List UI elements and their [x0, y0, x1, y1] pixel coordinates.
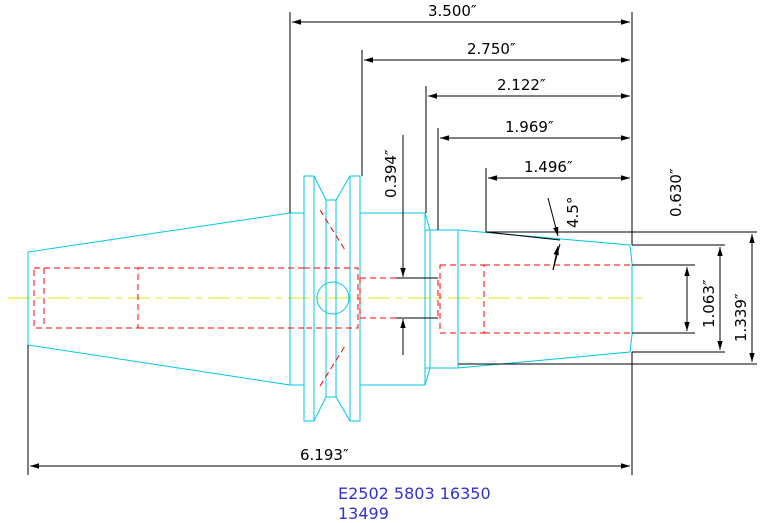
dimension-label-1063: 1.063″ [700, 279, 718, 328]
dimension-label-1339: 1.339″ [732, 293, 750, 342]
dimension-label-1496: 1.496″ [524, 158, 573, 176]
dimension-label-2750: 2.750″ [467, 40, 516, 58]
dimension-label-6193: 6.193″ [300, 446, 349, 464]
dimension-label-45deg: 4.5° [564, 197, 582, 228]
hidden-bore-features [33, 209, 632, 387]
dimension-label-0394: 0.394″ [382, 149, 400, 198]
dimension-label-2122: 2.122″ [497, 76, 546, 94]
part-code-line-1: E2502 5803 16350 [338, 484, 491, 503]
part-code-line-2: 13499 [338, 504, 389, 523]
dimension-label-1969: 1.969″ [505, 118, 554, 136]
dimension-lines [27, 12, 757, 475]
dimension-label-3500: 3.500″ [428, 2, 477, 20]
dimension-label-0630: 0.630″ [667, 168, 685, 217]
